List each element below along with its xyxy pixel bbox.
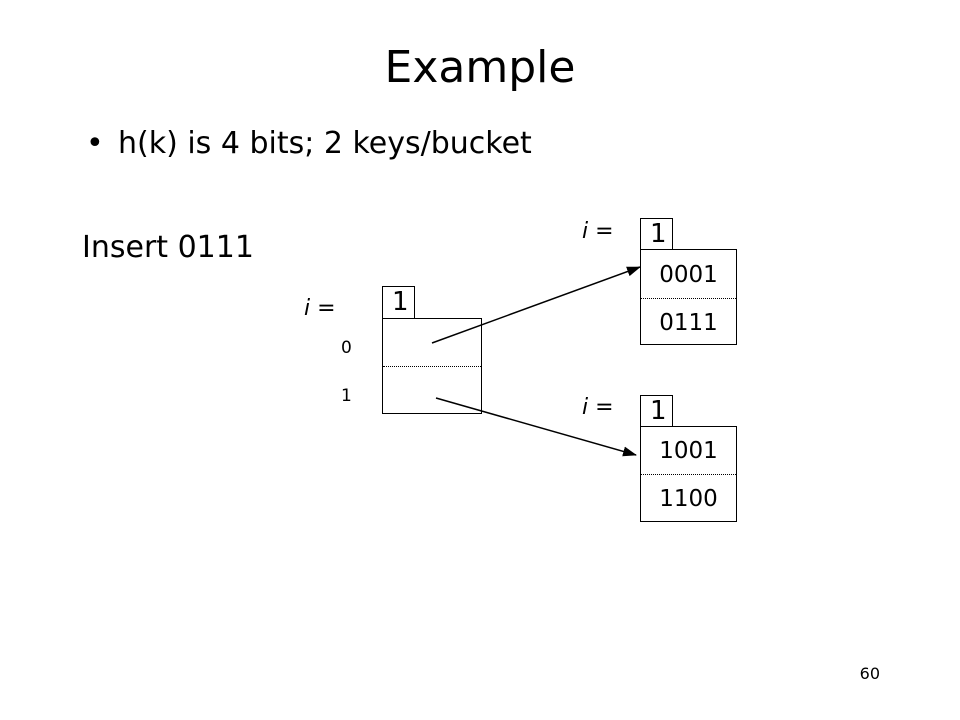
arrow-0-to-bucket-a — [431, 266, 641, 344]
directory-depth-label: i = — [304, 295, 336, 323]
i-variable: i — [304, 296, 311, 321]
equals-sign: = — [588, 219, 614, 244]
directory-index-0: 0 — [341, 338, 352, 358]
bucket-b-key-0: 1001 — [659, 438, 718, 464]
i-variable: i — [582, 219, 589, 244]
slide-title: Example — [384, 42, 576, 93]
bucket-a-key-1: 0111 — [659, 310, 718, 336]
equals-sign: = — [310, 296, 336, 321]
page-number: 60 — [859, 664, 880, 683]
bucket-b-key-1: 1100 — [659, 486, 718, 512]
bullet-text: h(k) is 4 bits; 2 keys/bucket — [118, 126, 532, 161]
bucket-a-key-0: 0001 — [659, 262, 718, 288]
directory-index-1: 1 — [341, 386, 352, 406]
arrow-1-to-bucket-b — [435, 397, 637, 457]
bucket-a-depth-label: i = — [582, 218, 614, 246]
bullet-item: • h(k) is 4 bits; 2 keys/bucket — [86, 122, 532, 166]
directory-divider — [383, 366, 481, 367]
insert-label: Insert 0111 — [82, 230, 254, 265]
bucket-b-depth-label: i = — [582, 394, 614, 422]
bucket-a-local-depth: 1 — [640, 218, 673, 250]
bucket-b: 1001 1100 — [640, 426, 737, 522]
bucket-a: 0001 0111 — [640, 249, 737, 345]
directory-global-depth: 1 — [382, 286, 415, 319]
bullet-dot: • — [86, 126, 104, 161]
i-variable: i — [582, 395, 589, 420]
bucket-b-local-depth: 1 — [640, 395, 673, 427]
equals-sign: = — [588, 395, 614, 420]
bucket-b-divider — [641, 474, 736, 475]
directory-box — [382, 318, 482, 414]
bucket-a-divider — [641, 298, 736, 299]
